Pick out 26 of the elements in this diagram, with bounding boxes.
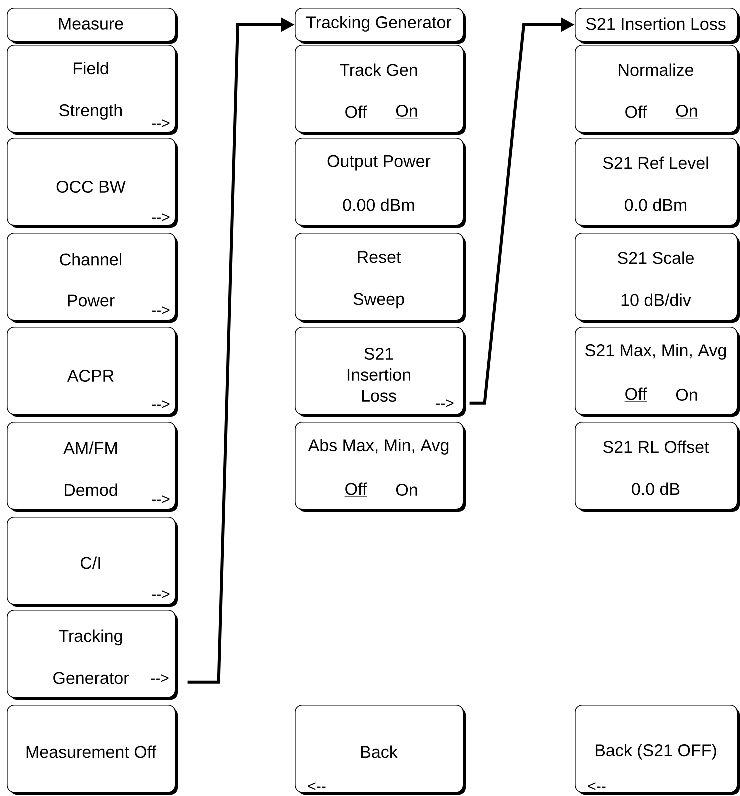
node-label: Tracking Generator (306, 16, 452, 32)
softkey: Field Strength --> (7, 45, 178, 135)
softkey: Reset Sweep (295, 233, 466, 323)
softkey: OCC BW --> (7, 138, 178, 228)
softkey: S21 Ref Level 0.0 dBm (575, 138, 740, 228)
softkey: Tracking Generator --> (7, 610, 178, 700)
softkey: S21 RL Offset 0.0 dB (575, 422, 740, 512)
softkey: Abs Max, Min, Avg Off On (295, 422, 466, 512)
softkey: S21 Insertion Loss --> (295, 327, 466, 417)
node-label: Measure (59, 18, 124, 30)
softkey: ACPR --> (7, 327, 178, 417)
softkey: S21 Max, Min, Avg Off On (575, 327, 740, 417)
softkey: Normalize Off On (575, 45, 740, 135)
softkey: Output Power 0.00 dBm (295, 138, 466, 228)
softkey: Channel Power --> (7, 233, 178, 323)
softkey: Back <-- (295, 705, 466, 795)
softkey: S21 Scale 10 dB/div (575, 233, 740, 323)
node-label: S21 Insertion Loss (586, 18, 726, 30)
softkey: Track Gen Off On (295, 45, 466, 135)
softkey: Measurement Off (7, 705, 178, 795)
menu-title-box: S21 Insertion Loss (575, 8, 740, 44)
menu-title-box: Measure (7, 8, 178, 44)
softkey: Back (S21 OFF) <-- (575, 705, 740, 795)
softkey: C/I --> (7, 517, 178, 607)
softkey: AM/FM Demod --> (7, 422, 178, 512)
menu-title-box: Tracking Generator (295, 8, 466, 44)
